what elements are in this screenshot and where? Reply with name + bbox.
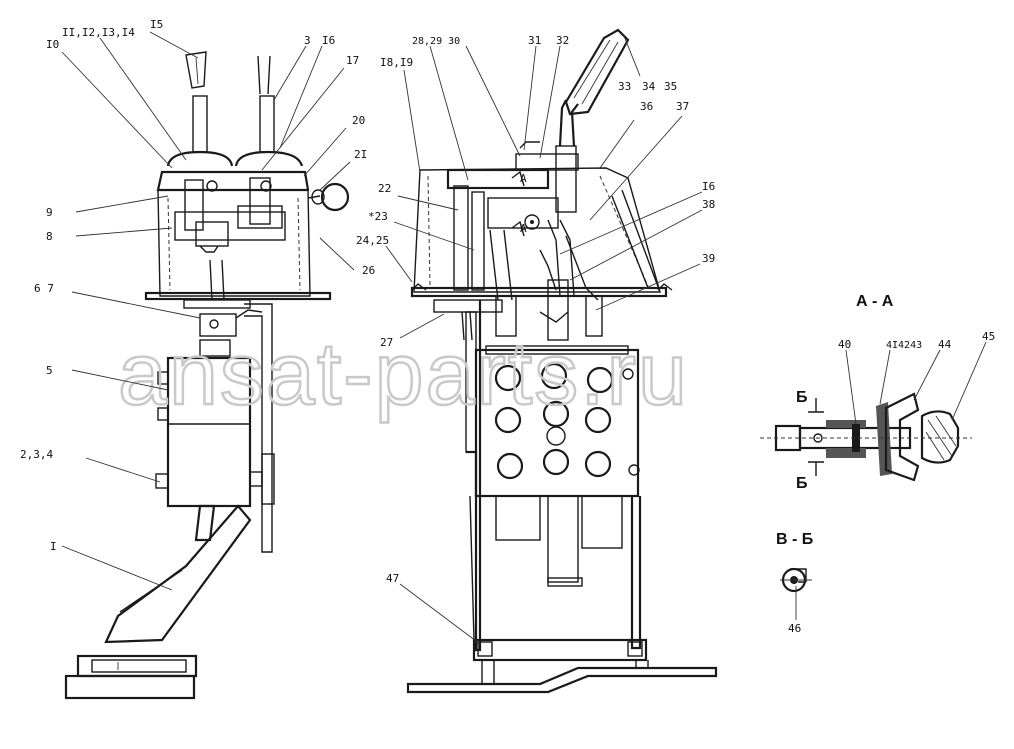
middle-view [406,28,718,694]
boot-left [166,150,234,167]
knob-45 [920,410,960,464]
callout-18-19: I8,I9 [380,56,413,69]
callout-45: 45 [982,330,995,343]
section-bb [780,567,812,593]
boot-right [234,150,304,167]
shift-knob-33 [564,28,630,116]
floor-line [410,286,668,298]
linkage-67 [199,313,237,337]
callout-46: 46 [788,622,801,635]
clevis-27 [495,295,517,337]
callout-8: 8 [46,230,53,243]
callout-21: 2I [354,148,367,161]
callout-31: 31 [528,34,541,47]
callout-24-25: 24,25 [356,234,389,247]
callout-38: 38 [702,198,715,211]
washer-41 [876,402,892,476]
watermark-text: ansat-parts.ru [118,324,689,423]
callout-44: 44 [938,338,952,351]
pedal-1 [104,504,252,644]
callout-41-43: 4I4243 [886,340,922,351]
cut-mark-b-bottom: Б [796,475,808,492]
callout-16-left: I6 [322,34,335,47]
callout-22: 22 [378,182,391,195]
callout-23: *23 [368,210,388,223]
callout-1: I [50,540,57,553]
callout-36: 36 [640,100,653,113]
shift-block-8 [174,211,286,241]
callout-16-right: I6 [702,180,715,193]
callout-32: 32 [556,34,569,47]
rod-22 [453,185,469,291]
lever-knob-15 [185,51,207,89]
callout-37: 37 [676,100,689,113]
callout-26: 26 [362,264,375,277]
section-title-aa: А - А [856,293,894,310]
callout-15: I5 [150,18,163,31]
callout-28-30: 28,29 30 [412,36,460,47]
callout-39: 39 [702,252,715,265]
callout-34: 34 [642,80,656,93]
callout-9: 9 [46,206,53,219]
shift-mechanism [487,197,559,229]
section-aa [760,392,972,482]
left-view [64,51,350,700]
section-titles: А - А В - Б Б Б A A [520,172,894,548]
housing-9 [157,189,311,297]
frame-base [472,638,648,662]
callout-10: I0 [46,38,59,51]
lever-rod-right [259,95,275,153]
callout-27: 27 [380,336,393,349]
cut-mark-a-lower: A [520,222,527,235]
cut-mark-b-top: Б [796,389,808,406]
callout-35: 35 [664,80,677,93]
callout-17: 17 [346,54,359,67]
base-plate [76,654,198,678]
lever-rod-left [192,95,208,153]
leader-lines [61,31,987,645]
callout-47: 47 [386,572,399,585]
cut-mark-a-upper: A [520,172,527,185]
cabin-panel [413,167,661,293]
callout-11-14: II,I2,I3,I4 [62,26,135,39]
callout-2-3-4: 2,3,4 [20,448,53,461]
callout-20: 20 [352,114,365,127]
callout-33: 33 [618,80,631,93]
callout-6-7: 6 7 [34,282,54,295]
housing-top [156,170,310,192]
callout-3: 3 [304,34,311,47]
mount-rail [406,666,718,694]
callout-5: 5 [46,364,53,377]
callout-40: 40 [838,338,851,351]
callout-labels: I0 II,I2,I3,I4 I5 3 I6 17 20 2I 9 8 26 6… [20,18,995,635]
flange-26 [144,291,332,301]
section-title-bb: В - Б [776,531,813,548]
knob-21 [320,182,350,212]
